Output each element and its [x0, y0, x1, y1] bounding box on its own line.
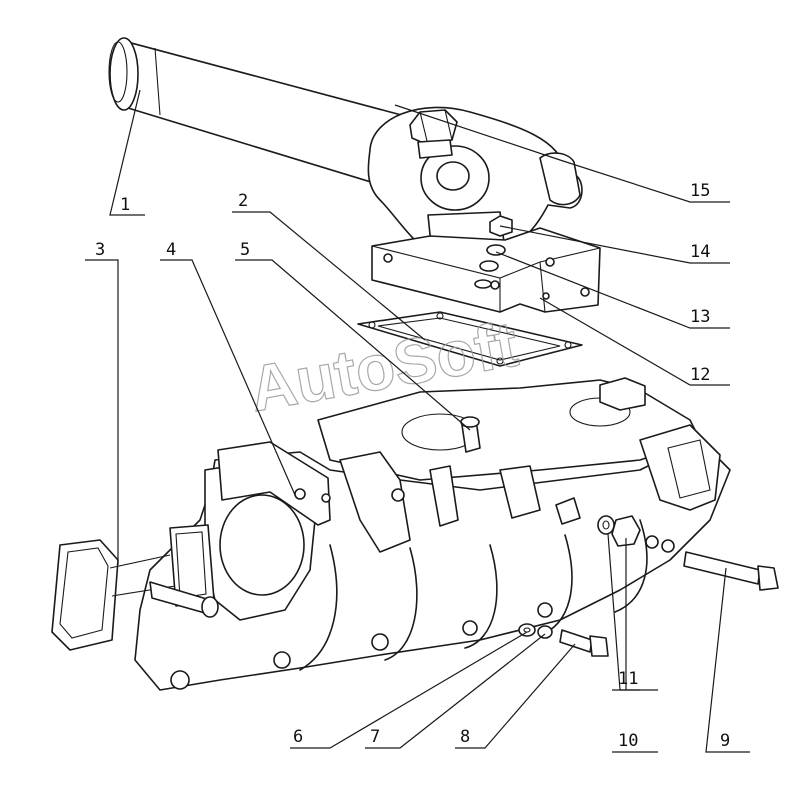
- leader-lines: [85, 89, 750, 753]
- callout-8: 8: [460, 727, 470, 747]
- callout-10: 10: [618, 731, 638, 751]
- callout-6: 6: [293, 727, 303, 747]
- side-gasket: [51, 524, 219, 651]
- pipe-part: [108, 37, 431, 201]
- callout-labels: 1 2 3 4 5 6 7 8 9 10 11 12 13 14 15: [95, 181, 730, 751]
- callout-1: 1: [120, 195, 130, 215]
- callout-2: 2: [238, 191, 248, 211]
- callout-3: 3: [95, 240, 105, 260]
- callout-7: 7: [370, 727, 380, 747]
- callout-14: 14: [690, 242, 710, 262]
- elbow-housing: [367, 106, 583, 255]
- callout-13: 13: [690, 307, 710, 327]
- fasteners-right: [597, 515, 779, 591]
- flange-block: [371, 215, 601, 313]
- callout-5: 5: [240, 240, 250, 260]
- callout-15: 15: [690, 181, 710, 201]
- callout-9: 9: [720, 731, 730, 751]
- callout-11: 11: [618, 669, 638, 689]
- callout-4: 4: [166, 240, 176, 260]
- gasket-upper: [357, 311, 583, 367]
- intake-manifold: [134, 377, 731, 691]
- callout-12: 12: [690, 365, 710, 385]
- fasteners-lower: [518, 623, 609, 657]
